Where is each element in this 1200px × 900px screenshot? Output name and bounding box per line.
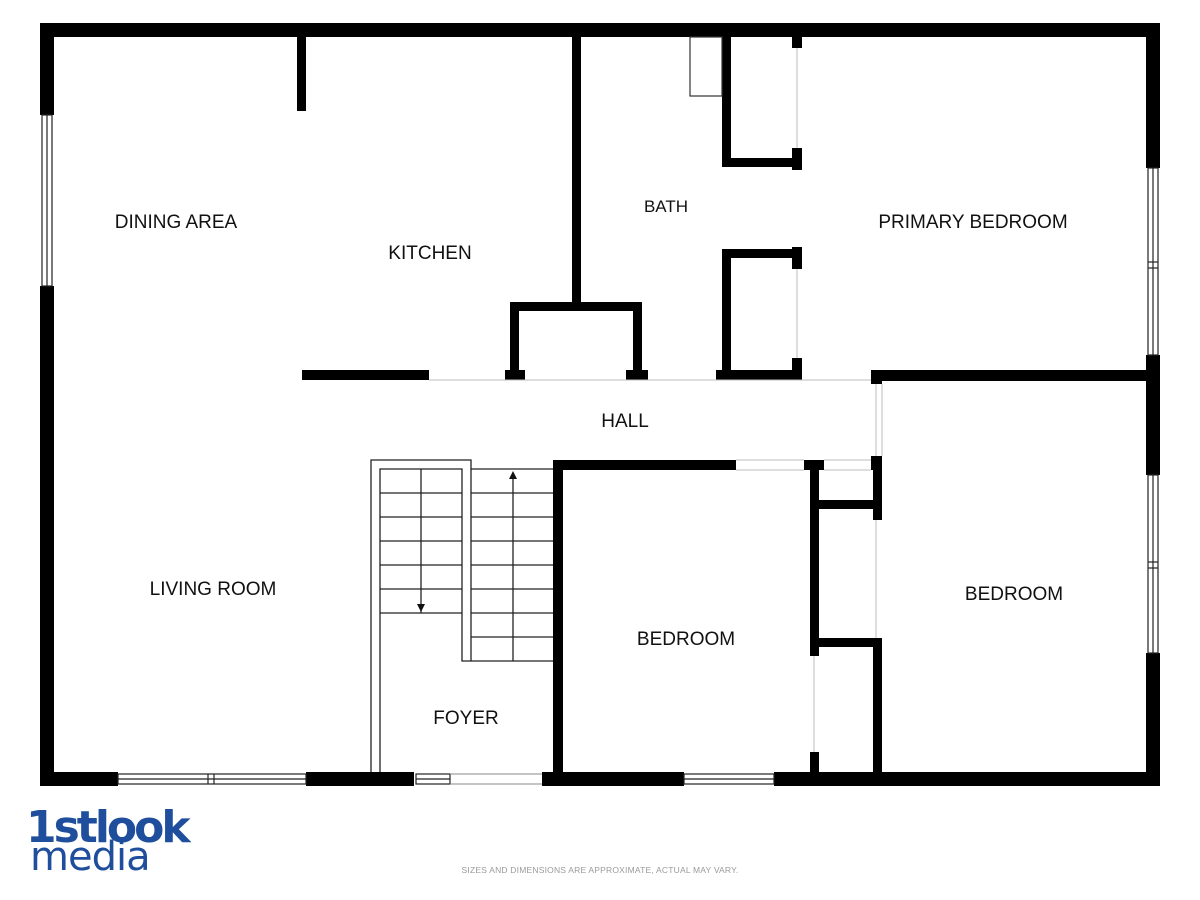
- label-primary-bedroom: PRIMARY BEDROOM: [878, 212, 1067, 233]
- door-openings: [429, 48, 883, 752]
- stair-arrows: [417, 471, 517, 612]
- company-logo: 1stlook media: [26, 802, 195, 880]
- label-living-room: LIVING ROOM: [150, 579, 277, 600]
- disclaimer-text: SIZES AND DIMENSIONS ARE APPROXIMATE, AC…: [462, 865, 739, 875]
- label-dining-area: DINING AREA: [115, 212, 238, 233]
- label-kitchen: KITCHEN: [388, 243, 471, 264]
- logo-bottom-text: media: [30, 834, 150, 880]
- room-labels: DINING AREA KITCHEN BATH PRIMARY BEDROOM…: [115, 197, 1068, 729]
- logo-top-text: 1stlook: [26, 802, 192, 853]
- label-foyer: FOYER: [433, 708, 498, 729]
- outer-walls: [40, 23, 1160, 786]
- interior-walls: [297, 37, 1160, 778]
- label-bedroom-center: BEDROOM: [637, 629, 735, 650]
- front-door: [450, 773, 542, 785]
- windows: [41, 114, 1159, 785]
- label-bath: BATH: [644, 197, 688, 216]
- label-hall: HALL: [601, 411, 649, 432]
- label-bedroom-right: BEDROOM: [965, 584, 1063, 605]
- staircase: [370, 459, 553, 772]
- bath-fixture: [689, 36, 723, 97]
